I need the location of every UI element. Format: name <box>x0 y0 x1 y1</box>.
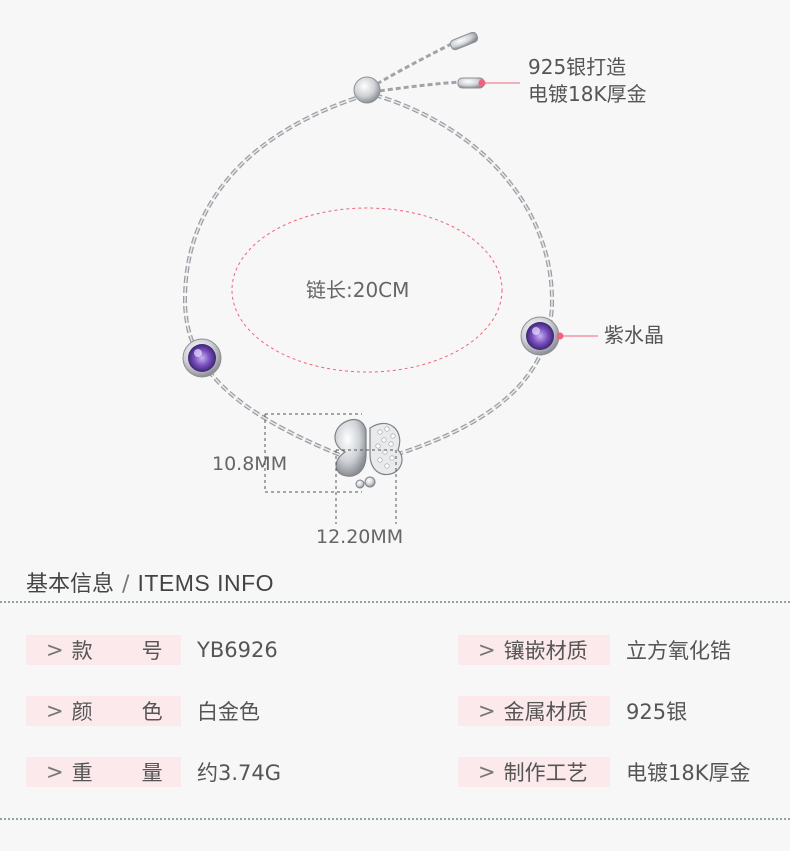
info-title-cn: 基本信息 <box>26 572 115 597</box>
dimension-guides <box>264 413 397 524</box>
chain <box>182 40 555 457</box>
spec-value: 白金色 <box>197 700 260 724</box>
amethyst-stone-left <box>182 338 222 378</box>
divider-top <box>0 601 790 603</box>
spec-label: > 款 号 <box>26 635 181 665</box>
spec-label: > 重 量 <box>26 757 181 787</box>
chevron-right-icon: > <box>478 638 496 662</box>
bracelet-illustration <box>182 31 598 524</box>
butterfly-pendant <box>334 418 403 489</box>
clasp-callout-line1: 925银打造 <box>528 55 627 79</box>
spec-value: 立方氧化锆 <box>626 639 731 663</box>
chevron-right-icon: > <box>46 699 64 723</box>
chain-length-label: 链长:20CM <box>306 278 410 302</box>
info-title-en: ITEMS INFO <box>137 570 275 596</box>
end-cap <box>449 31 479 51</box>
spec-value: 电镀18K厚金 <box>626 761 751 785</box>
spec-value: YB6926 <box>197 638 278 662</box>
pendant-width-label: 12.20MM <box>316 526 404 548</box>
spec-label: > 金属材质 <box>458 696 610 726</box>
slider-bead <box>353 76 381 104</box>
spec-row-weight: > 重 量 约3.74G <box>26 757 281 787</box>
spec-row-inlay: > 镶嵌材质 立方氧化锆 <box>458 635 731 665</box>
spec-value: 约3.74G <box>197 761 282 785</box>
pendant-height-label: 10.8MM <box>212 453 288 475</box>
clasp-callout: 925银打造 电镀18K厚金 <box>528 54 647 108</box>
chevron-right-icon: > <box>478 699 496 723</box>
spec-row-color: > 颜 色 白金色 <box>26 696 260 726</box>
spec-row-craft: > 制作工艺 电镀18K厚金 <box>458 757 751 787</box>
spec-row-model: > 款 号 YB6926 <box>26 635 278 665</box>
stone-callout: 紫水晶 <box>604 323 664 347</box>
spec-label: > 镶嵌材质 <box>458 635 610 665</box>
chevron-right-icon: > <box>478 760 496 784</box>
spec-label: > 制作工艺 <box>458 757 610 787</box>
spec-value: 925银 <box>626 700 688 724</box>
spec-row-material: > 金属材质 925银 <box>458 696 687 726</box>
info-section-heading: 基本信息 / ITEMS INFO <box>26 566 274 598</box>
chevron-right-icon: > <box>46 760 64 784</box>
spec-label: > 颜 色 <box>26 696 181 726</box>
clasp-callout-line2: 电镀18K厚金 <box>528 82 647 106</box>
chevron-right-icon: > <box>46 638 64 662</box>
amethyst-stone-right <box>520 316 560 356</box>
chain-length-ellipse <box>231 207 503 373</box>
divider-bottom <box>0 818 790 820</box>
info-title-separator: / <box>122 572 130 597</box>
